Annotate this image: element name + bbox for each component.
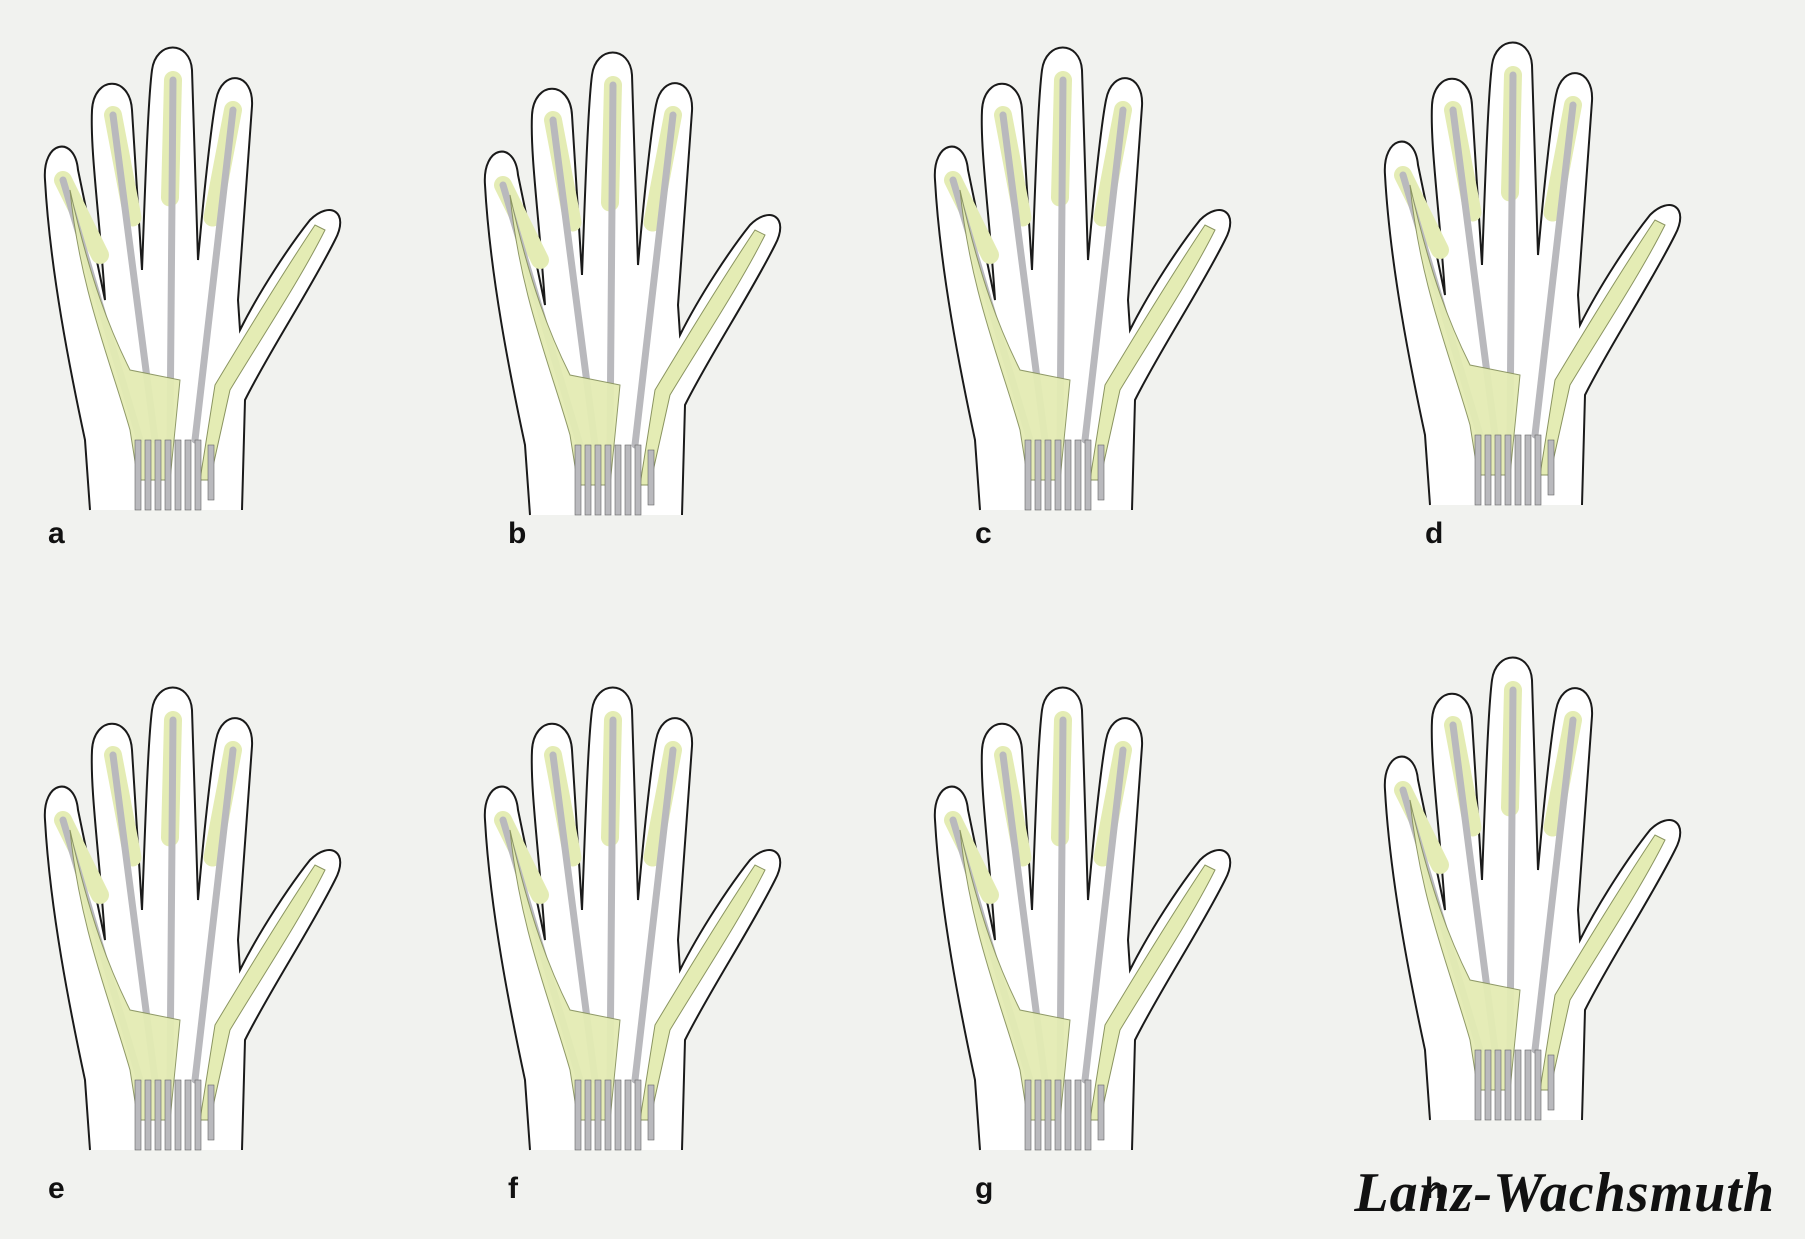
- wrist-tendon: [165, 440, 171, 510]
- wrist-tendon: [135, 440, 141, 510]
- wrist-tendon: [1515, 1050, 1521, 1120]
- wrist-tendon: [1065, 1080, 1071, 1150]
- wrist-tendon-separate: [208, 1085, 214, 1140]
- wrist-tendon: [1045, 440, 1051, 510]
- wrist-tendon: [145, 440, 151, 510]
- wrist-tendon: [575, 445, 581, 515]
- wrist-tendon: [605, 445, 611, 515]
- wrist-tendon: [595, 1080, 601, 1150]
- wrist-tendon: [1535, 1050, 1541, 1120]
- hand-panel-d: [1385, 43, 1680, 506]
- wrist-tendon-separate: [1098, 1085, 1104, 1140]
- wrist-tendon: [1485, 435, 1491, 505]
- panel-label-g: g: [975, 1172, 993, 1206]
- wrist-tendon-separate: [1098, 445, 1104, 500]
- hand-panel-a: [45, 48, 340, 511]
- wrist-tendon: [635, 1080, 641, 1150]
- wrist-tendon: [185, 440, 191, 510]
- wrist-tendon: [1495, 435, 1501, 505]
- wrist-tendon: [1035, 1080, 1041, 1150]
- wrist-tendon: [1065, 440, 1071, 510]
- panel-label-f: f: [508, 1172, 518, 1206]
- panel-label-a: a: [48, 517, 65, 551]
- panel-label-b: b: [508, 517, 526, 551]
- wrist-tendon-separate: [1548, 1055, 1554, 1110]
- wrist-tendon: [1505, 1050, 1511, 1120]
- wrist-tendon: [585, 445, 591, 515]
- wrist-tendon: [1025, 440, 1031, 510]
- wrist-tendon: [1055, 1080, 1061, 1150]
- wrist-tendon: [585, 1080, 591, 1150]
- wrist-tendon: [625, 445, 631, 515]
- wrist-tendon: [1535, 435, 1541, 505]
- wrist-tendon: [1475, 435, 1481, 505]
- wrist-tendon: [1525, 435, 1531, 505]
- wrist-tendon: [175, 1080, 181, 1150]
- wrist-tendon: [185, 1080, 191, 1150]
- wrist-tendon: [1505, 435, 1511, 505]
- hand-panel-g: [935, 688, 1230, 1151]
- hand-panel-h: [1385, 658, 1680, 1121]
- wrist-tendon-separate: [648, 450, 654, 505]
- wrist-tendon: [165, 1080, 171, 1150]
- wrist-tendon: [1035, 440, 1041, 510]
- wrist-tendon: [1055, 440, 1061, 510]
- wrist-tendon-separate: [648, 1085, 654, 1140]
- wrist-tendon: [1025, 1080, 1031, 1150]
- wrist-tendon: [1475, 1050, 1481, 1120]
- hand-panel-f: [485, 688, 780, 1151]
- wrist-tendon: [195, 1080, 201, 1150]
- panel-label-c: c: [975, 517, 992, 551]
- panel-label-d: d: [1425, 517, 1443, 551]
- wrist-tendon: [1525, 1050, 1531, 1120]
- wrist-tendon: [1085, 440, 1091, 510]
- hand-panel-e: [45, 688, 340, 1151]
- wrist-tendon: [1075, 440, 1081, 510]
- wrist-tendon: [1075, 1080, 1081, 1150]
- panel-label-e: e: [48, 1172, 65, 1206]
- wrist-tendon-separate: [1548, 440, 1554, 495]
- wrist-tendon: [155, 1080, 161, 1150]
- wrist-tendon: [1085, 1080, 1091, 1150]
- hand-panel-c: [935, 48, 1230, 511]
- wrist-tendon: [1045, 1080, 1051, 1150]
- wrist-tendon: [145, 1080, 151, 1150]
- wrist-tendon: [195, 440, 201, 510]
- wrist-tendon: [595, 445, 601, 515]
- author-credit: Lanz-Wachsmuth: [1354, 1161, 1775, 1225]
- wrist-tendon: [625, 1080, 631, 1150]
- wrist-tendon-separate: [208, 445, 214, 500]
- wrist-tendon: [605, 1080, 611, 1150]
- wrist-tendon: [1485, 1050, 1491, 1120]
- wrist-tendon: [635, 445, 641, 515]
- wrist-tendon: [575, 1080, 581, 1150]
- wrist-tendon: [155, 440, 161, 510]
- hand-panel-b: [485, 53, 780, 516]
- wrist-tendon: [615, 1080, 621, 1150]
- wrist-tendon: [615, 445, 621, 515]
- wrist-tendon: [1515, 435, 1521, 505]
- wrist-tendon: [135, 1080, 141, 1150]
- wrist-tendon: [175, 440, 181, 510]
- wrist-tendon: [1495, 1050, 1501, 1120]
